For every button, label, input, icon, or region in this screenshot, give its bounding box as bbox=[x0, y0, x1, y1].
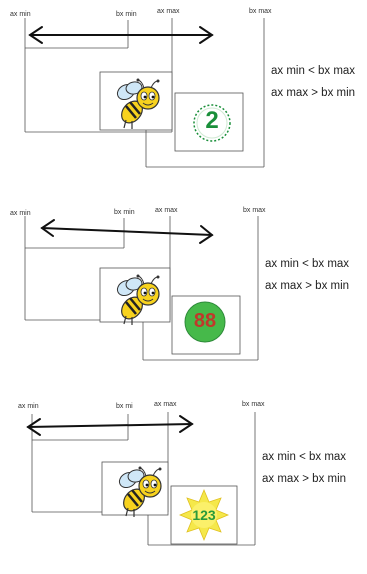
number-2-token-icon bbox=[193, 104, 231, 142]
double-arrow-icon bbox=[40, 219, 214, 244]
rule-min-less-max: ax min < bx max bbox=[265, 258, 350, 270]
bx-max-label: bx max bbox=[249, 8, 272, 15]
ax-max-label: ax max bbox=[157, 8, 180, 15]
diagram-panel-2: ax min bx min ax max bx max ax min < bx … bbox=[0, 198, 367, 378]
bx-max-label: bx max bbox=[243, 207, 266, 214]
double-arrow-icon bbox=[26, 415, 194, 436]
rule-max-greater-min: ax max > bx min bbox=[271, 87, 356, 99]
rule-min-less-max: ax min < bx max bbox=[271, 65, 356, 77]
bounds-lines bbox=[26, 412, 256, 546]
bee-icon bbox=[118, 466, 162, 517]
ax-min-label: ax min bbox=[18, 403, 39, 410]
bx-min-label: bx mi bbox=[116, 403, 133, 410]
rule-max-greater-min: ax max > bx min bbox=[262, 473, 347, 485]
ax-max-label: ax max bbox=[155, 207, 178, 214]
bx-min-label: bx min bbox=[116, 11, 137, 18]
ax-min-label: ax min bbox=[10, 210, 31, 217]
number-88-token-icon bbox=[184, 301, 226, 343]
bee-icon bbox=[116, 274, 160, 325]
token-number: 88 bbox=[193, 310, 217, 332]
token-number: 2 bbox=[205, 107, 219, 134]
bx-max-label: bx max bbox=[242, 401, 265, 408]
ax-max-label: ax max bbox=[154, 401, 177, 408]
token-number: 123 bbox=[192, 507, 216, 523]
number-123-star-icon bbox=[178, 488, 230, 542]
rule-min-less-max: ax min < bx max bbox=[262, 451, 347, 463]
ax-min-label: ax min bbox=[10, 11, 31, 18]
bx-min-label: bx min bbox=[114, 209, 135, 216]
diagram-panel-3: ax min bx mi ax max bx max ax min < bx m… bbox=[0, 394, 367, 574]
diagram-panel-1: ax min bx min ax max bx max ax min < bx … bbox=[0, 0, 367, 180]
double-arrow-icon bbox=[28, 26, 214, 44]
rule-max-greater-min: ax max > bx min bbox=[265, 280, 350, 292]
bee-icon bbox=[116, 78, 160, 129]
